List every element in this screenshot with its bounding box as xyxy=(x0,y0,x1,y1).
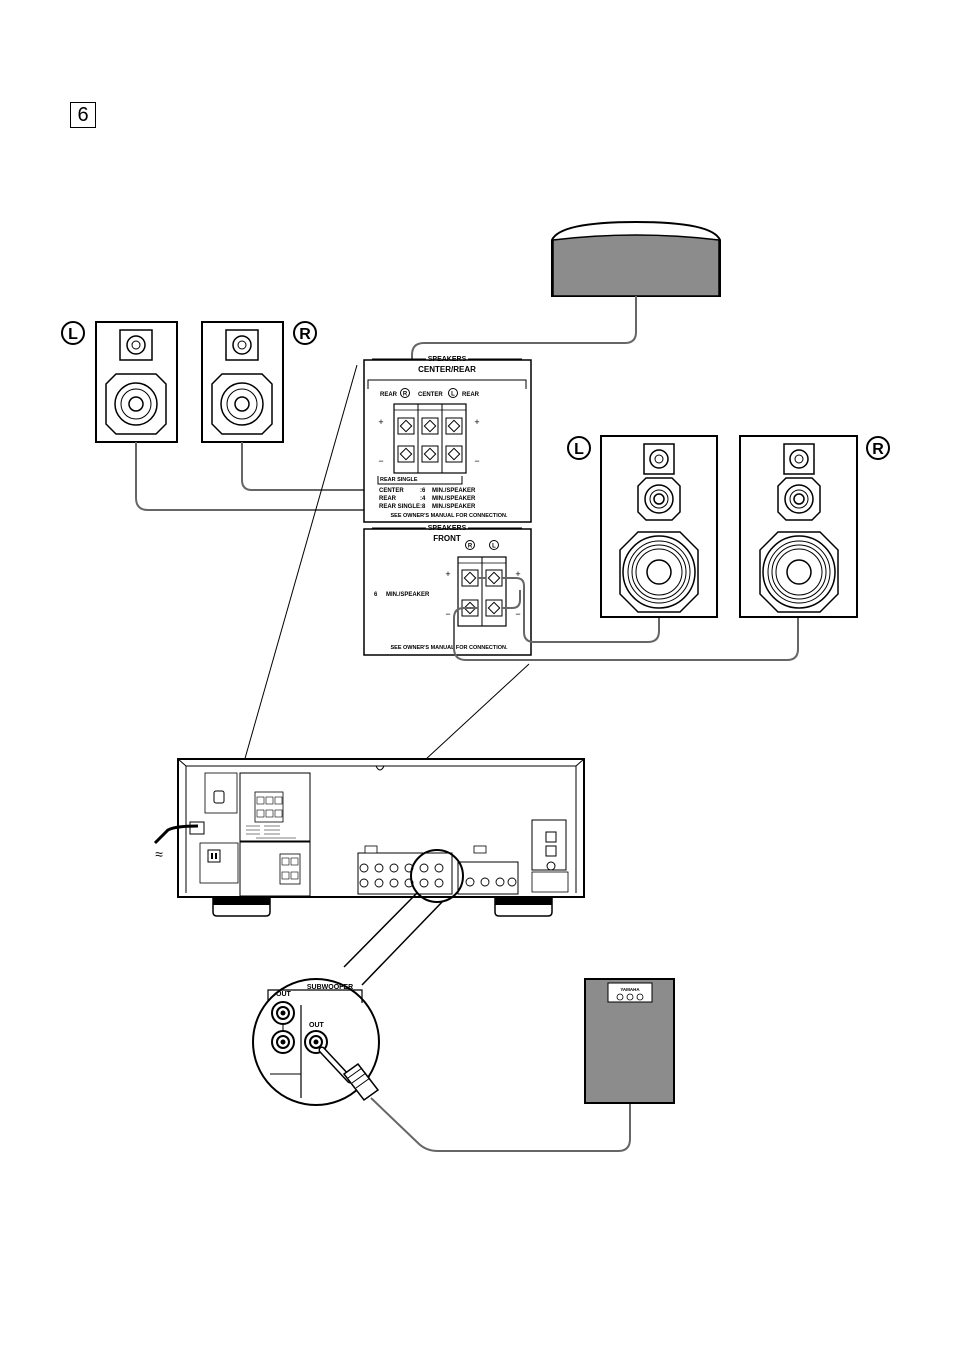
out-label-right: OUT xyxy=(309,1022,325,1029)
front-terminal-panel: SPEAKERS FRONT R L 6 MIN./SPEAKER + − + … xyxy=(363,525,532,656)
front-left-cable-minus xyxy=(502,590,521,609)
svg-text:+: + xyxy=(474,417,479,427)
svg-text:−: − xyxy=(378,456,383,466)
svg-text:L: L xyxy=(492,544,496,550)
svg-text:+: + xyxy=(445,569,450,579)
step-number-box: 6 xyxy=(70,102,96,128)
front-spec-unit: MIN./SPEAKER xyxy=(386,592,430,598)
svg-text:R: R xyxy=(403,392,408,398)
center-speaker xyxy=(551,220,721,297)
center-rear-terminal-panel: SPEAKERS CENTER/REAR REAR R CENTER L REA… xyxy=(363,356,532,523)
rca-plug xyxy=(318,1046,380,1102)
svg-text:MIN./SPEAKER: MIN./SPEAKER xyxy=(432,496,476,502)
front-speaker-left xyxy=(600,435,718,618)
rear-speaker-right-badge: R xyxy=(293,321,317,345)
callout-line-right xyxy=(411,663,530,773)
front-speaker-left-badge: L xyxy=(567,436,591,460)
svg-text:REAR SINGLE: REAR SINGLE xyxy=(379,504,420,510)
svg-text:6: 6 xyxy=(374,592,378,598)
rear-l-label: REAR xyxy=(462,392,480,398)
center-rear-title: CENTER/REAR xyxy=(418,365,476,374)
rear-speaker-left xyxy=(95,321,178,443)
subwoofer-unit: YAMAHA xyxy=(584,978,675,1104)
out-label-left: OUT xyxy=(276,991,292,998)
rear-speaker-right xyxy=(201,321,284,443)
svg-text:−: − xyxy=(515,609,520,619)
front-right-cable xyxy=(453,577,799,661)
front-group-label: SPEAKERS xyxy=(428,525,467,532)
zoom-line-left xyxy=(343,892,418,968)
center-rear-note: SEE OWNER'S MANUAL FOR CONNECTION. xyxy=(390,513,507,519)
svg-text:R: R xyxy=(872,441,884,458)
svg-text:R: R xyxy=(468,544,473,550)
svg-text::6: :6 xyxy=(420,488,426,494)
svg-text:−: − xyxy=(474,456,479,466)
front-speaker-right-badge: R xyxy=(866,436,890,460)
front-speaker-right xyxy=(739,435,858,618)
center-label: CENTER xyxy=(418,392,443,398)
svg-text:MIN./SPEAKER: MIN./SPEAKER xyxy=(432,488,476,494)
zoom-target-circle xyxy=(410,849,464,903)
svg-text:REAR: REAR xyxy=(379,496,397,502)
svg-text:L: L xyxy=(68,326,78,343)
subwoofer-cable xyxy=(370,1097,631,1152)
rear-r-label: REAR xyxy=(380,392,398,398)
svg-text:+: + xyxy=(378,417,383,427)
front-title: FRONT xyxy=(433,534,461,543)
rear-single-label: REAR SINGLE xyxy=(380,477,418,483)
svg-text::8: :8 xyxy=(420,504,426,510)
svg-text:L: L xyxy=(451,392,455,398)
svg-text:+: + xyxy=(515,569,520,579)
front-left-cable xyxy=(502,577,660,643)
ac-symbol: ≈ xyxy=(155,846,163,862)
front-note: SEE OWNER'S MANUAL FOR CONNECTION. xyxy=(390,645,507,651)
center-speaker-cable xyxy=(411,296,637,420)
svg-text:MIN./SPEAKER: MIN./SPEAKER xyxy=(432,504,476,510)
svg-text:CENTER: CENTER xyxy=(379,488,404,494)
zoom-line-right xyxy=(361,900,444,986)
callout-line-left xyxy=(241,364,358,770)
subwoofer-brand: YAMAHA xyxy=(620,987,640,992)
rear-speaker-left-badge: L xyxy=(61,321,85,345)
svg-text:−: − xyxy=(445,609,450,619)
subwoofer-label: SUBWOOFER xyxy=(307,984,353,991)
svg-text::4: :4 xyxy=(420,496,426,502)
svg-text:R: R xyxy=(299,326,311,343)
svg-text:L: L xyxy=(574,441,584,458)
receiver-rear-panel: ≈ xyxy=(153,758,585,917)
center-rear-group-label: SPEAKERS xyxy=(428,356,467,363)
